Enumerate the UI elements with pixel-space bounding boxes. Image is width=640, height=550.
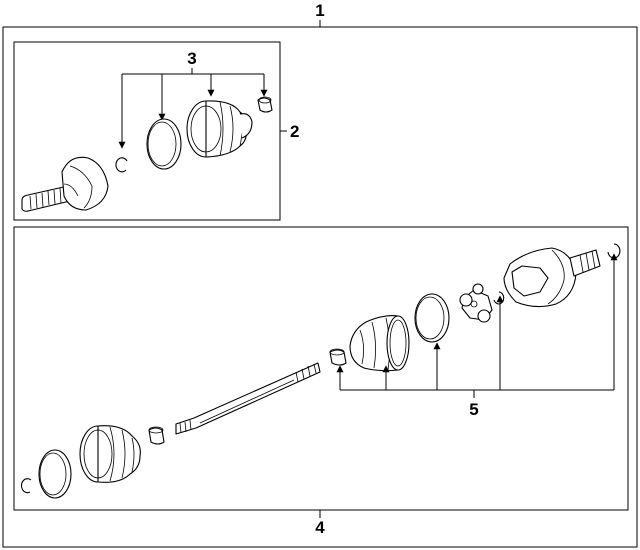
cv-boot-top xyxy=(186,100,253,158)
callout-4: 4 xyxy=(315,510,325,537)
svg-text:3: 3 xyxy=(187,49,196,68)
boot-clamp-large-outer xyxy=(38,449,72,499)
axle-shaft xyxy=(175,362,321,435)
axle-assembly-frame xyxy=(13,226,629,511)
outer-cv-joint xyxy=(21,156,109,212)
boot-clamp-small-top xyxy=(257,96,273,113)
snap-ring-top xyxy=(115,157,128,173)
boot-clamp-small-outer xyxy=(148,426,165,445)
svg-text:2: 2 xyxy=(290,122,299,141)
tripod-joint xyxy=(459,283,493,323)
callout-3: 3 xyxy=(118,49,268,149)
svg-text:1: 1 xyxy=(315,1,324,20)
callout-2: 2 xyxy=(280,122,299,141)
callout-1: 1 xyxy=(315,1,325,27)
svg-text:4: 4 xyxy=(315,518,325,537)
inner-joint-housing xyxy=(503,247,601,308)
boot-clamp-large-top xyxy=(146,118,182,170)
snap-ring-outer-end xyxy=(20,478,32,494)
cv-boot-inner xyxy=(349,315,410,372)
boot-clamp-large-inner xyxy=(414,293,450,343)
cv-boot-outer xyxy=(79,425,141,483)
svg-text:5: 5 xyxy=(469,400,478,419)
callout-5: 5 xyxy=(336,253,618,419)
boot-clamp-small-inner xyxy=(329,348,347,366)
snap-ring-tripod xyxy=(493,291,505,305)
